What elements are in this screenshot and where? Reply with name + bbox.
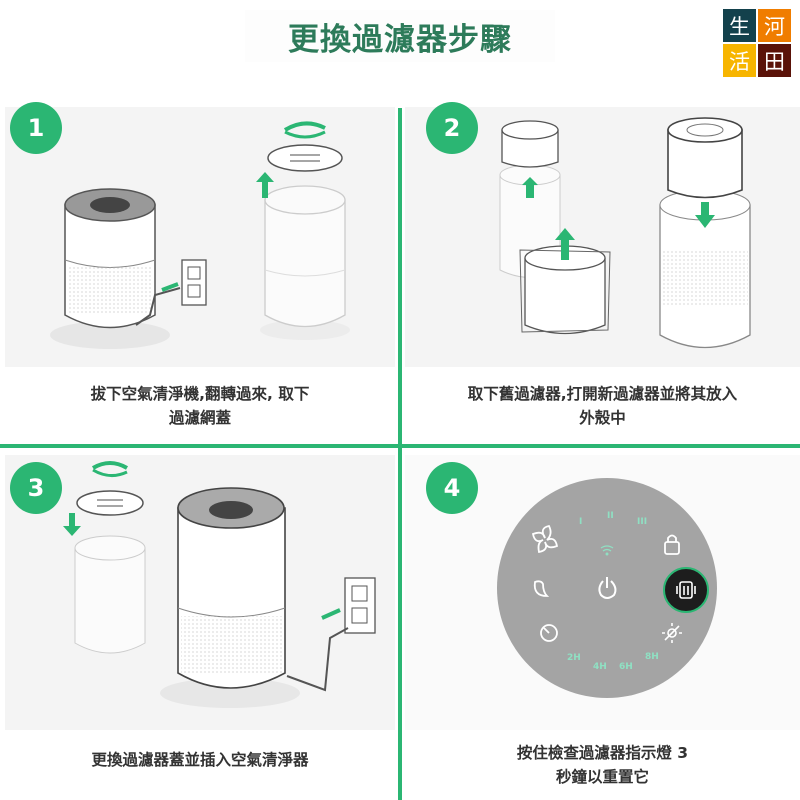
fan-icon — [531, 524, 559, 554]
step-3-illustration — [63, 461, 376, 708]
step-4-caption-line-1: 按住檢查過濾器指示燈 3 — [516, 744, 689, 762]
timer-2h-label: 2H — [567, 653, 581, 663]
divider-vertical-top — [398, 108, 402, 444]
page-title: 更換過濾器步驟 — [288, 21, 512, 58]
timer-6h-label: 6H — [619, 662, 633, 672]
wifi-icon — [600, 545, 614, 556]
power-icon — [598, 577, 617, 599]
step-3-caption-line-1: 更換過濾器蓋並插入空氣清淨器 — [91, 751, 309, 769]
control-panel-illustration: I II III 2H 4H 6H 8H — [497, 478, 717, 698]
logo-cell-1: 生 — [723, 9, 756, 42]
step-2-badge: 2 — [426, 102, 478, 154]
logo-cell-2: 河 — [758, 9, 791, 42]
display-off-icon — [662, 623, 682, 643]
fan-speed-3-label: III — [637, 517, 647, 527]
timer-icon — [540, 624, 558, 642]
step-1-caption-line-2: 過濾網蓋 — [168, 408, 231, 427]
step-4-caption-line-2: 秒鐘以重置它 — [555, 768, 649, 786]
step-2-caption: 取下舊過濾器,打開新過濾器並將其放入 外殼中 — [405, 367, 800, 444]
timer-4h-label: 4H — [593, 662, 607, 672]
title-banner: 更換過濾器步驟 — [245, 10, 555, 62]
step-3-badge: 3 — [10, 462, 62, 514]
step-2-illustration — [499, 117, 751, 349]
step-1-caption-line-1: 拔下空氣清淨機,翻轉過來, 取下 — [90, 384, 310, 403]
sleep-mode-icon — [533, 580, 550, 597]
step-4-caption: 按住檢查過濾器指示燈 3 秒鐘以重置它 — [405, 730, 800, 800]
step-1-caption: 拔下空氣清淨機,翻轉過來, 取下 過濾網蓋 — [5, 367, 395, 444]
step-1-illustration — [50, 121, 350, 349]
divider-vertical-bottom — [398, 448, 402, 800]
check-filter-icon — [676, 581, 696, 599]
brand-logo: 生 河 活 田 — [723, 9, 791, 77]
step-1-badge: 1 — [10, 102, 62, 154]
step-2-caption-line-2: 外殼中 — [579, 408, 626, 427]
fan-speed-2-label: II — [607, 511, 614, 521]
step-4-badge: 4 — [426, 462, 478, 514]
lock-icon — [664, 534, 680, 555]
divider-horizontal — [0, 444, 800, 448]
timer-8h-label: 8H — [645, 652, 659, 662]
step-2-caption-line-1: 取下舊過濾器,打開新過濾器並將其放入 — [467, 384, 738, 403]
fan-speed-1-label: I — [579, 517, 582, 527]
step-3-caption: 更換過濾器蓋並插入空氣清淨器 — [5, 730, 395, 790]
logo-cell-4: 田 — [758, 44, 791, 77]
logo-cell-3: 活 — [723, 44, 756, 77]
